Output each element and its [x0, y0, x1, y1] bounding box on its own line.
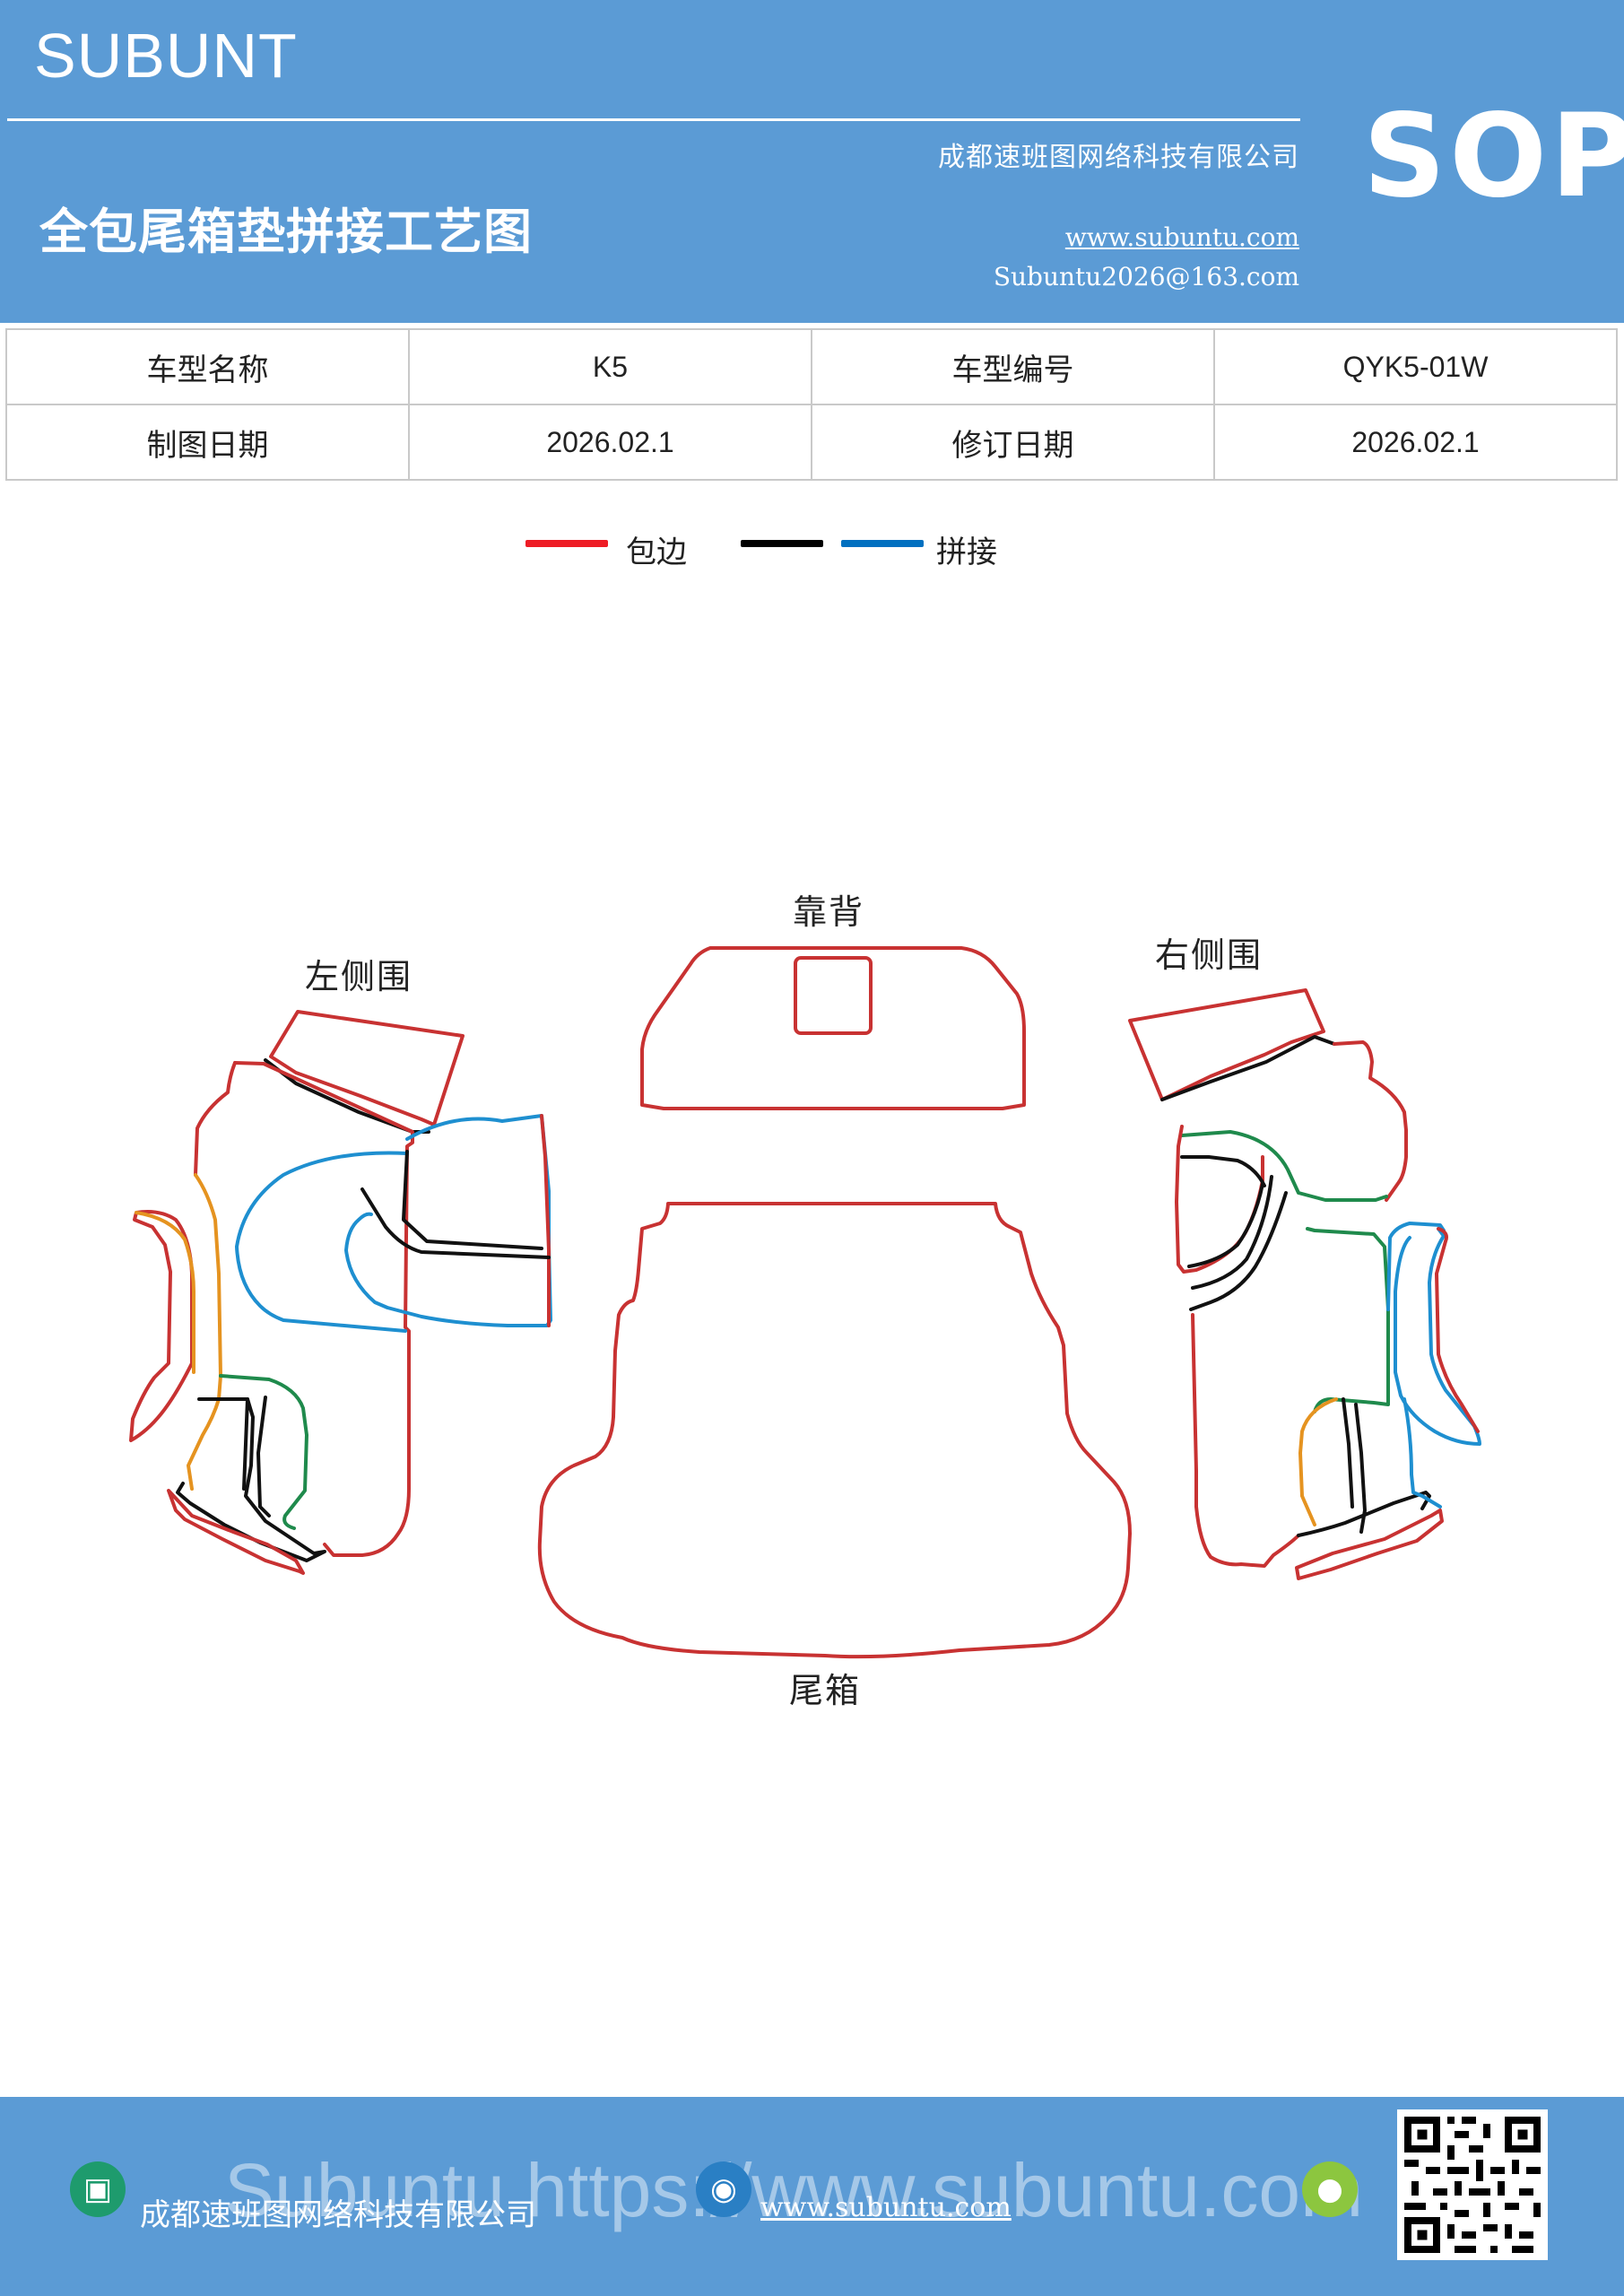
label-trunk: 尾箱: [789, 1671, 862, 1710]
left-back-seam: [402, 1150, 543, 1250]
table-row: 制图日期 2026.02.1 修订日期 2026.02.1: [5, 404, 1618, 481]
legend-swatch-black: [741, 540, 823, 547]
brand-name: SUBUNT: [34, 21, 298, 91]
right-blue-seam: [1386, 1222, 1446, 1311]
right-top-seam: [1160, 1035, 1336, 1101]
left-green-seam: [219, 1374, 308, 1530]
right-bottom-edge: [1295, 1509, 1444, 1580]
revision-date-label: 修订日期: [811, 404, 1215, 481]
right-orange-strip: [1298, 1397, 1338, 1526]
drawing-date-value: 2026.02.1: [408, 404, 812, 481]
model-code-label: 车型编号: [811, 328, 1215, 405]
legend-swatch-red: [525, 540, 608, 547]
left-back-panel: [344, 1114, 552, 1327]
right-top-panel: [1128, 988, 1325, 1101]
sop-badge: SOP: [1363, 90, 1624, 223]
model-name-label: 车型名称: [5, 328, 410, 405]
company-name: 成都速班图网络科技有限公司: [938, 142, 1299, 173]
qr-code[interactable]: [1397, 2109, 1548, 2260]
model-code-value: QYK5-01W: [1213, 328, 1618, 405]
left-top-panel: [269, 1010, 465, 1126]
label-right-side: 右侧围: [1155, 935, 1264, 975]
left-back-seam-2: [360, 1187, 551, 1259]
right-flap: [1394, 1227, 1481, 1446]
footer-banner: Subuntu https://www.subuntu.com ▣ 成都速班图网…: [0, 2097, 1624, 2296]
legend-label-seam: 拼接: [936, 535, 997, 570]
right-lower-main: [1191, 1313, 1300, 1568]
left-flap-orange: [135, 1211, 195, 1374]
footer-company-name: 成都速班图网络科技有限公司: [140, 2197, 536, 2233]
left-orange-strip: [187, 1173, 222, 1491]
line-legend: 包边 拼接: [0, 527, 1624, 572]
left-main-edge: [194, 1061, 237, 1177]
left-bottom-black-seams: [242, 1396, 271, 1518]
label-left-side: 左侧围: [305, 957, 413, 996]
website-link[interactable]: www.subuntu.com: [1064, 222, 1299, 252]
left-back-panel-red: [540, 1114, 551, 1327]
right-panel-seams: [1180, 1155, 1288, 1311]
wechat-icon[interactable]: ●: [1302, 2161, 1358, 2217]
header-divider: [7, 118, 1300, 121]
backrest-cutout: [794, 956, 873, 1035]
header-banner: SUBUNT 成都速班图网络科技有限公司 全包尾箱垫拼接工艺图 www.subu…: [0, 0, 1624, 323]
globe-icon: ◉: [696, 2161, 751, 2217]
left-inner-panel-outer: [235, 1151, 409, 1333]
right-lower-green: [1306, 1227, 1390, 1413]
left-flap: [129, 1210, 194, 1442]
label-backrest: 靠背: [793, 892, 865, 932]
right-green-seam: [1180, 1130, 1388, 1202]
footer-watermark: Subuntu https://www.subuntu.com: [224, 2148, 1364, 2232]
right-bottom-blue: [1403, 1397, 1442, 1509]
left-main-outer: [233, 1061, 414, 1557]
model-name-value: K5: [408, 328, 812, 405]
revision-date-value: 2026.02.1: [1213, 404, 1618, 481]
trunk-floor-outline: [537, 1202, 1132, 1659]
drawing-date-label: 制图日期: [5, 404, 410, 481]
left-bottom-edge: [167, 1489, 305, 1575]
backrest-outline: [640, 946, 1026, 1110]
vehicle-info-table: 车型名称 K5 车型编号 QYK5-01W 制图日期 2026.02.1 修订日…: [5, 328, 1618, 481]
document-title: 全包尾箱垫拼接工艺图: [39, 204, 533, 260]
left-bottom-panel: [176, 1397, 326, 1562]
right-main-outer: [1333, 1040, 1408, 1202]
company-building-icon: ▣: [70, 2161, 126, 2217]
right-bottom-black: [1297, 1397, 1431, 1537]
email-address[interactable]: Subuntu2026@163.com: [993, 262, 1299, 291]
footer-website-link[interactable]: www.subuntu.com: [760, 2192, 1012, 2223]
table-row: 车型名称 K5 车型编号 QYK5-01W: [5, 328, 1618, 405]
legend-label-edge: 包边: [626, 535, 687, 570]
legend-swatch-blue: [841, 540, 924, 547]
right-flap-red: [1435, 1227, 1480, 1433]
